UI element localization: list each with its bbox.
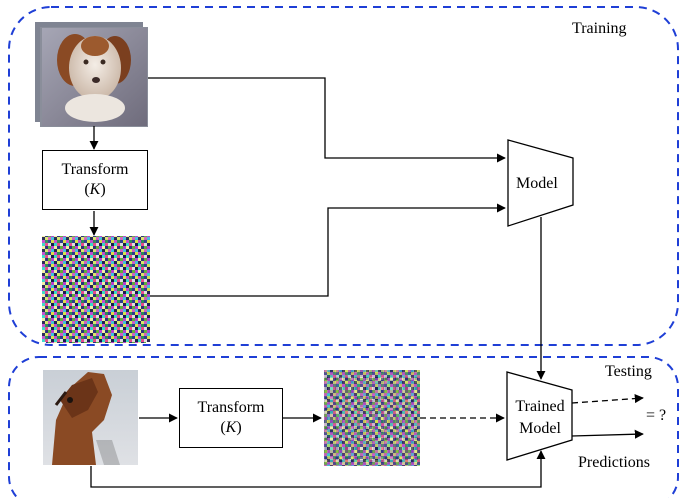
dog-image xyxy=(35,22,148,127)
model-label: Model xyxy=(516,175,558,192)
arrow-trained-to-unknown-dashed xyxy=(571,394,644,404)
training-label: Training xyxy=(572,20,627,37)
transformed-noise-images xyxy=(42,236,150,343)
predictions-label: Predictions xyxy=(578,454,650,471)
testing-region xyxy=(8,356,679,498)
trained-model-label: Trained Model xyxy=(515,398,565,437)
transformed-noise-image xyxy=(324,370,420,466)
training-region xyxy=(8,6,679,346)
horse-image xyxy=(43,370,138,465)
trained-model-block xyxy=(506,371,573,461)
arrow-horse-to-trained xyxy=(90,450,546,488)
model-block xyxy=(507,139,574,227)
arrow-dog-to-model xyxy=(148,77,506,163)
transform-label: Transform xyxy=(61,161,129,178)
arrow-noise-to-model xyxy=(150,203,506,297)
transform-box-testing: Transform (K) xyxy=(179,388,283,448)
transform-box-training: Transform (K) xyxy=(42,150,148,210)
transform-param: (K) xyxy=(84,181,106,198)
arrow-trained-to-predictions xyxy=(571,429,644,439)
transform-param: (K) xyxy=(220,419,242,436)
unknown-output: = ? xyxy=(646,407,667,424)
testing-label: Testing xyxy=(605,363,652,380)
transform-label: Transform xyxy=(197,399,265,416)
